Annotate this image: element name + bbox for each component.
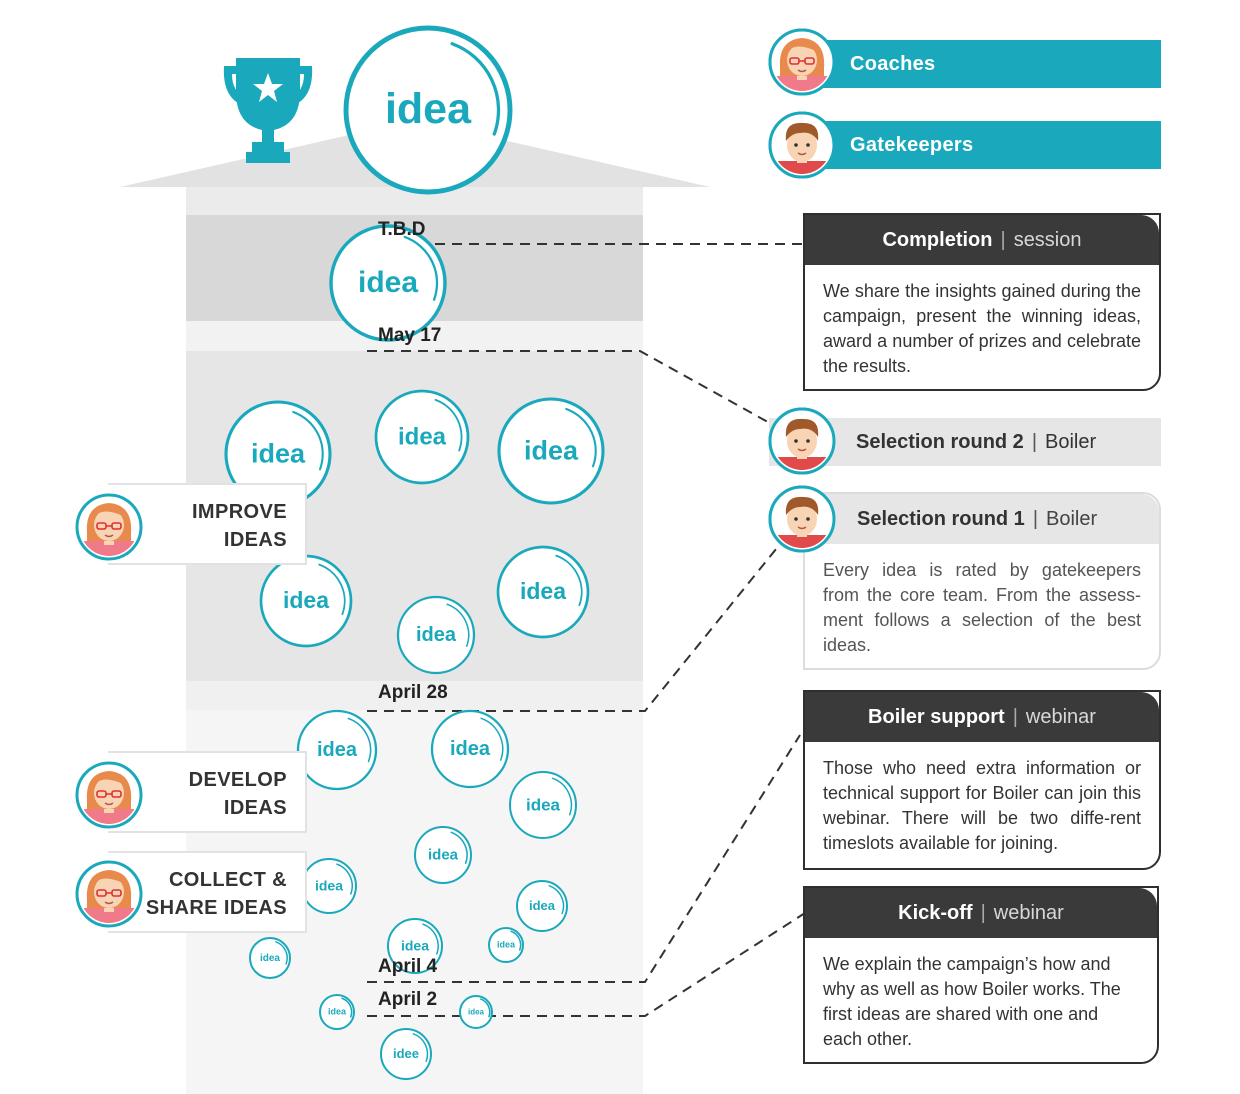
idea-bubble-label: idea bbox=[328, 1007, 347, 1017]
legend-coaches: Coaches bbox=[802, 40, 1161, 88]
date-tbd: T.B.D bbox=[378, 219, 426, 240]
selection2-avatar-icon bbox=[770, 409, 834, 475]
card-kickoff-header: Kick-off|webinar bbox=[805, 888, 1157, 938]
connector-april4 bbox=[367, 734, 801, 983]
card-boiler-support-text: Those who need extra information or tech… bbox=[823, 758, 1141, 853]
phase-develop-line-1: DEVELOP bbox=[188, 769, 287, 791]
idea-bubble: idea bbox=[259, 554, 353, 648]
connector-april28 bbox=[367, 537, 786, 712]
idea-bubble: idea bbox=[387, 918, 443, 974]
idea-bubble-label: idea bbox=[450, 738, 491, 760]
date-may17: May 17 bbox=[378, 325, 442, 346]
legend-coaches-label: Coaches bbox=[850, 53, 936, 75]
idea-bubble: idea bbox=[301, 858, 357, 914]
phase-develop-line-2: IDEAS bbox=[223, 797, 287, 819]
date-april28: April 28 bbox=[378, 682, 448, 703]
phase-improve-line-1: IMPROVE bbox=[191, 501, 287, 523]
stage-gap-band-2 bbox=[186, 681, 643, 710]
collect-coach-avatar-icon bbox=[77, 862, 141, 928]
card-boiler-support-title: Boiler support bbox=[868, 706, 1005, 728]
card-kickoff-type: webinar bbox=[993, 902, 1064, 924]
idea-bubble-label: idee bbox=[393, 1046, 419, 1061]
idea-bubble-label: idea bbox=[315, 877, 343, 893]
idea-bubble-label: idea bbox=[497, 940, 516, 950]
idea-bubble-label: idea bbox=[401, 937, 429, 953]
card-kickoff-title: Kick-off bbox=[898, 902, 973, 924]
card-selection2-type: Boiler bbox=[1045, 431, 1097, 453]
coach-avatar-icon bbox=[770, 30, 834, 96]
idea-bubble: idea bbox=[497, 397, 605, 505]
gatekeeper-avatar-icon bbox=[770, 113, 834, 179]
card-boiler-support-header: Boiler support|webinar bbox=[805, 692, 1159, 742]
idea-bubble-label: idea bbox=[398, 423, 447, 450]
card-completion-text: We share the insights gained during the … bbox=[823, 281, 1141, 376]
date-april2: April 2 bbox=[378, 989, 438, 1010]
card-boiler-support-type: webinar bbox=[1025, 706, 1096, 728]
idea-bubble: idea bbox=[249, 937, 291, 979]
idea-bubble: idee bbox=[380, 1028, 432, 1080]
card-selection1-text: Every idea is rated by gatekeepers from … bbox=[823, 560, 1141, 655]
idea-bubble-label: idea bbox=[526, 795, 561, 814]
card-kickoff-text: We explain the campaign’s how and why as… bbox=[823, 954, 1121, 1049]
idea-bubble-label: idea bbox=[416, 624, 457, 646]
card-completion: Completion|session We share the insights… bbox=[803, 213, 1161, 391]
card-selection2-title: Selection round 2 bbox=[856, 431, 1024, 453]
idea-bubble: idea bbox=[343, 25, 513, 195]
card-selection1-type: Boiler bbox=[1046, 508, 1098, 530]
card-selection1-header: Selection round 1|Boiler bbox=[805, 494, 1159, 544]
idea-bubble-label: idea bbox=[358, 266, 418, 299]
improve-coach-avatar-icon bbox=[77, 495, 141, 561]
idea-bubble-label: idea bbox=[428, 846, 459, 863]
develop-coach-avatar-icon bbox=[77, 763, 141, 829]
selection-avatars bbox=[766, 405, 838, 557]
date-april4: April 4 bbox=[378, 956, 438, 977]
idea-bubble: idea bbox=[396, 595, 476, 675]
card-selection1-title: Selection round 1 bbox=[857, 508, 1025, 530]
idea-bubble-label: idea bbox=[317, 739, 358, 761]
card-boiler-support: Boiler support|webinar Those who need ex… bbox=[803, 690, 1161, 870]
idea-bubbles: idea idea idea idea idea idea idea idea idea idea… bbox=[224, 25, 605, 1080]
idea-bubble: idea bbox=[430, 709, 510, 789]
legend-avatars bbox=[766, 26, 838, 186]
phase-collect-line-1: COLLECT & bbox=[168, 869, 287, 891]
legend-gatekeepers-label: Gatekeepers bbox=[850, 134, 974, 156]
card-completion-header: Completion|session bbox=[805, 215, 1159, 265]
connector-may17 bbox=[367, 350, 776, 427]
selection1-avatar-icon bbox=[770, 487, 834, 553]
phase-improve-line-2: IDEAS bbox=[223, 529, 287, 551]
idea-bubble: idea bbox=[224, 400, 332, 508]
idea-bubble: idea bbox=[496, 545, 590, 639]
idea-bubble-label: idea bbox=[251, 438, 306, 468]
idea-bubble: idea bbox=[516, 880, 568, 932]
idea-bubble-label: idea bbox=[529, 898, 556, 913]
idea-bubble-label: idea bbox=[468, 1008, 485, 1017]
idea-bubble: idea bbox=[296, 709, 378, 791]
card-selection-round-1: Selection round 1|Boiler Every idea is r… bbox=[803, 492, 1161, 670]
idea-bubble: idea bbox=[459, 995, 493, 1029]
idea-bubble-label: idea bbox=[524, 435, 579, 465]
trophy-icon bbox=[223, 58, 313, 163]
idea-bubble: idea bbox=[509, 771, 577, 839]
phase-collect-line-2: SHARE IDEAS bbox=[145, 897, 287, 919]
idea-bubble-label: idea bbox=[385, 85, 472, 133]
card-completion-title: Completion bbox=[882, 229, 993, 251]
idea-bubble-label: idea bbox=[260, 953, 280, 964]
idea-bubble: idea bbox=[488, 927, 524, 963]
legend-gatekeepers: Gatekeepers bbox=[802, 121, 1161, 169]
phase-avatars bbox=[72, 490, 146, 930]
idea-bubble: idea bbox=[414, 826, 472, 884]
idea-bubble: idea bbox=[329, 224, 447, 342]
card-kickoff: Kick-off|webinar We explain the campaign… bbox=[803, 886, 1159, 1064]
idea-bubble-label: idea bbox=[520, 578, 566, 604]
card-completion-type: session bbox=[1013, 229, 1082, 251]
idea-bubble: idea bbox=[319, 994, 355, 1030]
idea-bubble-label: idea bbox=[283, 587, 329, 613]
idea-bubble: idea bbox=[374, 389, 470, 485]
